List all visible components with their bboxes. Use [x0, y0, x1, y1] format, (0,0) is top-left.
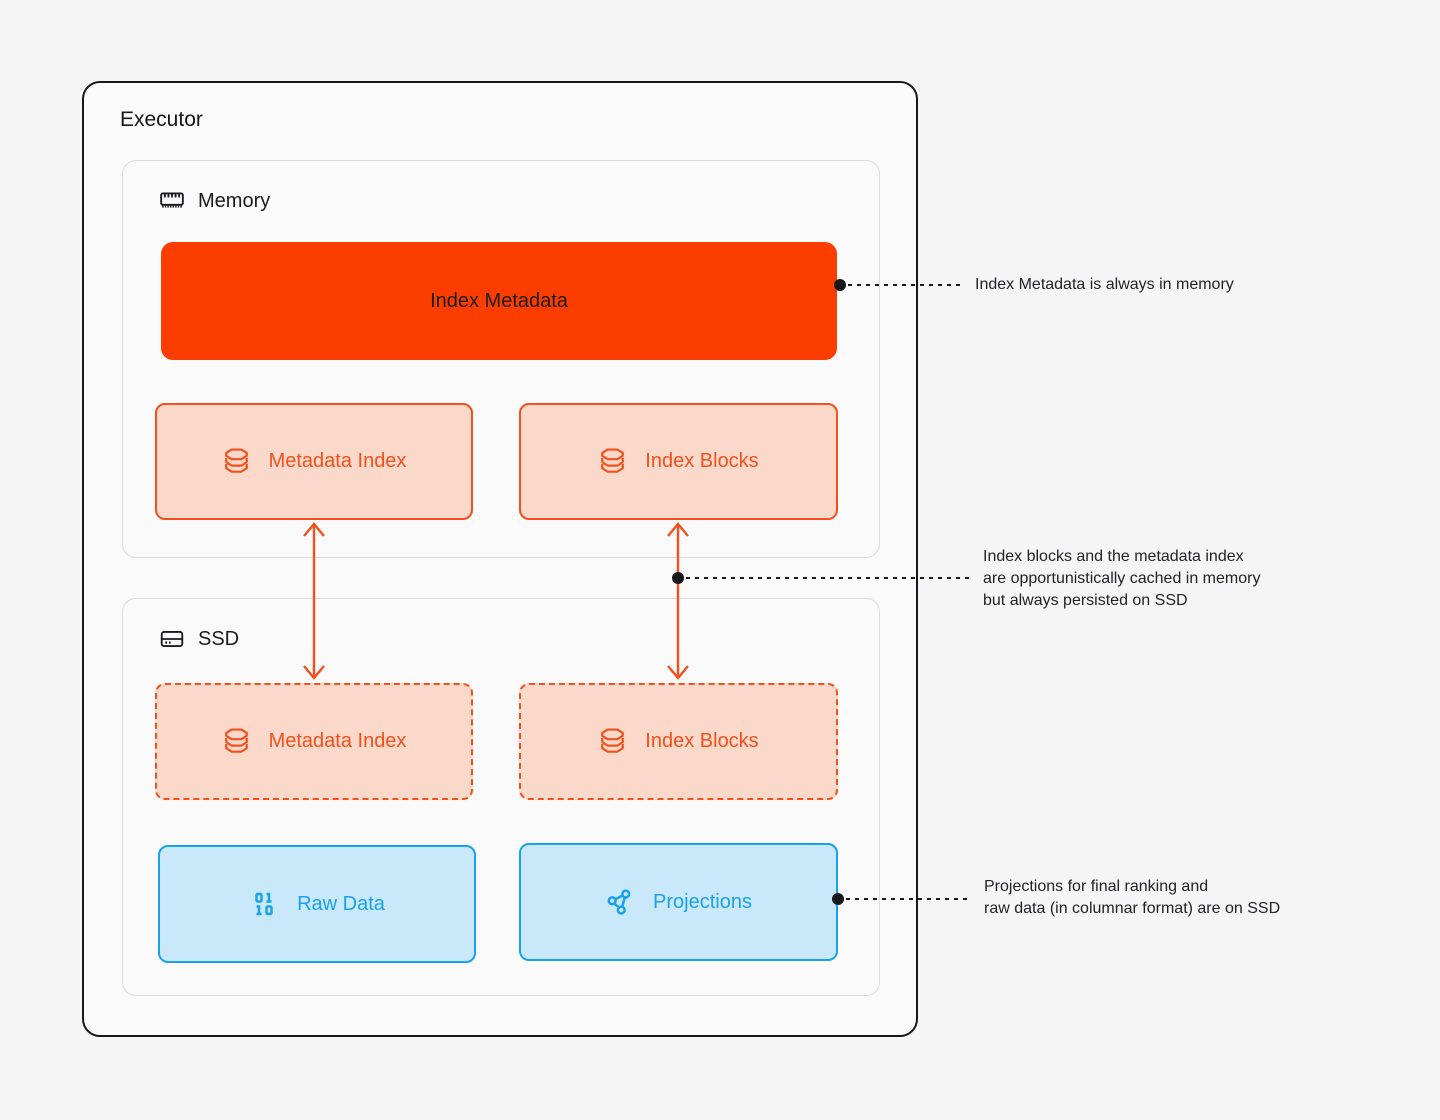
memory-header: Memory	[159, 188, 270, 214]
index-metadata-label: Index Metadata	[430, 289, 568, 312]
annotation-dot-2	[672, 572, 684, 584]
annotation-note-3: Projections for final ranking and raw da…	[984, 878, 1281, 917]
memory-icon	[159, 188, 185, 214]
annotation-line-1	[848, 284, 964, 286]
memory-section	[122, 160, 880, 558]
memory-label: Memory	[198, 189, 271, 212]
annotation-line-3	[846, 898, 972, 900]
index-blocks-label: Index Blocks	[645, 450, 759, 472]
metadata-index-label: Metadata Index	[268, 730, 407, 752]
database-icon	[598, 446, 627, 477]
index-metadata-block: Index Metadata	[161, 242, 837, 360]
ssd-icon	[159, 626, 185, 652]
annotation-dot-1	[834, 279, 846, 291]
database-icon	[598, 726, 627, 757]
projections-label: Projections	[653, 890, 752, 913]
share-network-icon	[605, 887, 635, 917]
database-icon	[222, 726, 251, 757]
sync-arrow-index-blocks	[663, 521, 693, 681]
index-blocks-block-memory: Index Blocks	[519, 403, 838, 520]
metadata-index-block-memory: Metadata Index	[155, 403, 473, 520]
annotation-line-2	[686, 577, 970, 579]
ssd-section	[122, 598, 880, 996]
ssd-header: SSD	[159, 626, 239, 652]
raw-data-label: Raw Data	[297, 892, 385, 915]
ssd-label: SSD	[198, 627, 240, 650]
index-blocks-label: Index Blocks	[645, 730, 759, 752]
index-blocks-block-ssd: Index Blocks	[519, 683, 838, 800]
annotation-dot-3	[832, 893, 844, 905]
projections-block: Projections	[519, 843, 838, 961]
database-icon	[222, 446, 251, 477]
raw-data-block: Raw Data	[158, 845, 476, 963]
annotation-note-1: Index Metadata is always in memory	[975, 276, 1234, 293]
annotation-note-2: Index blocks and the metadata index are …	[983, 548, 1261, 609]
metadata-index-label: Metadata Index	[268, 450, 407, 472]
executor-title: Executor	[120, 108, 203, 131]
binary-icon	[249, 889, 279, 919]
metadata-index-block-ssd: Metadata Index	[155, 683, 473, 800]
sync-arrow-metadata-index	[299, 521, 329, 681]
